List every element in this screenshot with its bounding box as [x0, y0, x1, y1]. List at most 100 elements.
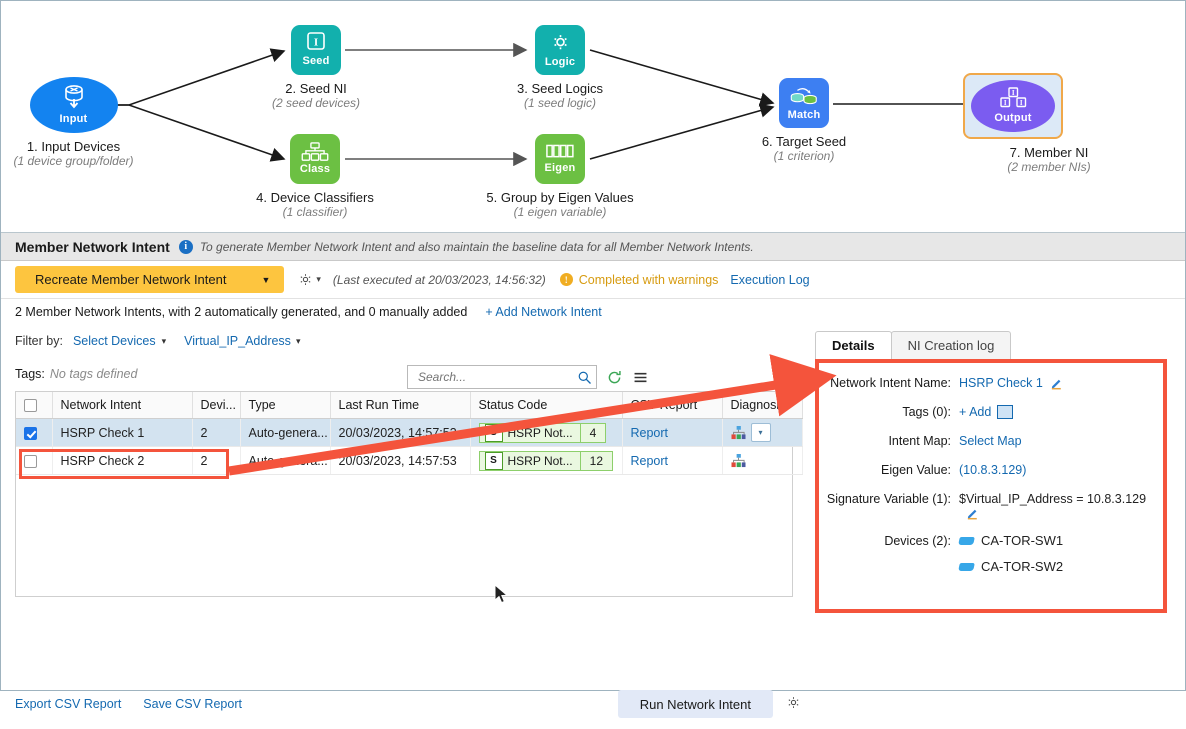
- diagnosis-dropdown-button[interactable]: ▾: [750, 423, 771, 442]
- tag-list-icon[interactable]: [997, 405, 1014, 419]
- workflow-diagram: Input 1. Input Devices (1 device group/f…: [1, 1, 1185, 233]
- device-item[interactable]: CA-TOR-SW1: [958, 533, 1064, 548]
- row-select-cell[interactable]: [16, 418, 53, 447]
- device-item[interactable]: CA-TOR-SW2: [958, 559, 1064, 574]
- diagram-node-eigen[interactable]: Eigen 5. Group by Eigen Values (1 eigen …: [473, 134, 647, 219]
- status-chip[interactable]: S HSRP Not... 12: [478, 450, 613, 471]
- section-description: To generate Member Network Intent and al…: [199, 239, 754, 254]
- execution-log-link[interactable]: Execution Log: [730, 272, 810, 287]
- select-all-checkbox[interactable]: [24, 399, 37, 413]
- intent-list-pane: Filter by: Select Devices ▾ Virtual_IP_A…: [1, 325, 803, 729]
- diagram-node-seed[interactable]: I Seed 2. Seed NI (2 seed devices): [231, 25, 401, 110]
- edit-pencil-icon[interactable]: [966, 507, 979, 520]
- info-icon[interactable]: i: [178, 239, 193, 254]
- match-node-shape: Match: [779, 78, 829, 128]
- diagram-node-logic[interactable]: Logic 3. Seed Logics (1 seed logic): [475, 25, 645, 110]
- diagram-node-input[interactable]: Input 1. Input Devices (1 device group/f…: [1, 77, 146, 168]
- column-last-run-time[interactable]: Last Run Time: [330, 392, 471, 419]
- tab-details[interactable]: Details: [815, 331, 892, 359]
- bottom-settings-button[interactable]: [786, 695, 801, 713]
- svg-text:I: I: [314, 37, 318, 49]
- chevron-down-icon[interactable]: ▾: [295, 335, 301, 346]
- search-box[interactable]: [407, 365, 597, 389]
- device-name[interactable]: CA-TOR-SW1: [981, 533, 1064, 548]
- search-icon[interactable]: [577, 369, 592, 386]
- seed-intent-icon: I: [307, 32, 325, 51]
- cell-csv-report[interactable]: Report: [622, 446, 723, 475]
- cell-status-code: S HSRP Not... 4: [470, 418, 623, 447]
- tab-ni-creation-log[interactable]: NI Creation log: [890, 331, 1012, 359]
- diagnosis-tree-icon[interactable]: [731, 425, 746, 440]
- seed-node-sublabel: (2 seed devices): [271, 96, 361, 110]
- column-csv-report[interactable]: CSV Report: [622, 392, 723, 419]
- status-chip[interactable]: S HSRP Not... 4: [478, 422, 607, 443]
- add-tag-link[interactable]: + Add: [959, 405, 992, 419]
- action-toolbar: Recreate Member Network Intent ▼ ▾ (Last…: [1, 261, 1185, 299]
- add-network-intent-link[interactable]: + Add Network Intent: [485, 305, 602, 319]
- eigen-node-caption: Eigen: [544, 162, 576, 175]
- report-link[interactable]: Report: [630, 453, 669, 468]
- toolbar-settings-button[interactable]: ▾: [298, 272, 321, 287]
- refresh-icon[interactable]: [606, 369, 623, 386]
- report-link[interactable]: Report: [630, 425, 669, 440]
- recreate-member-network-intent-button[interactable]: Recreate Member Network Intent ▼: [15, 266, 285, 293]
- cell-csv-report[interactable]: Report: [622, 418, 723, 447]
- detail-row-devices: Devices (2): CA-TOR-SW1 CA-TOR-SW2: [819, 533, 1153, 585]
- hamburger-menu-icon[interactable]: [632, 369, 649, 386]
- device-name[interactable]: CA-TOR-SW2: [981, 559, 1064, 574]
- column-type[interactable]: Type: [240, 392, 331, 419]
- column-network-intent[interactable]: Network Intent: [52, 392, 193, 419]
- virtual-ip-address-dropdown[interactable]: Virtual_IP_Address: [184, 334, 291, 348]
- output-node-ellipse: I I I Output: [971, 80, 1055, 132]
- row-checkbox[interactable]: [24, 426, 37, 440]
- input-node-shape: Input: [29, 77, 118, 133]
- class-node-caption: Class: [299, 163, 331, 176]
- table-row[interactable]: HSRP Check 2 2 Auto-genera... 20/03/2023…: [16, 446, 803, 475]
- edit-pencil-icon[interactable]: [1050, 377, 1063, 390]
- eigen-value[interactable]: (10.8.3.129): [959, 463, 1027, 477]
- gear-icon: [788, 697, 799, 708]
- diagram-node-match[interactable]: Match 6. Target Seed (1 criterion): [718, 78, 890, 163]
- blocks-icon: [546, 145, 574, 158]
- detail-label: Signature Variable (1):: [826, 492, 951, 506]
- recreate-button-label: Recreate Member Network Intent: [35, 272, 227, 287]
- eigen-node-shape: Eigen: [535, 134, 585, 184]
- column-status-code[interactable]: Status Code: [470, 392, 623, 419]
- chevron-down-icon[interactable]: ▼: [261, 274, 271, 285]
- row-checkbox[interactable]: [24, 454, 37, 468]
- network-intent-name-value[interactable]: HSRP Check 1: [959, 376, 1043, 390]
- run-network-intent-button[interactable]: Run Network Intent: [617, 690, 773, 718]
- logic-node-sublabel: (1 seed logic): [523, 96, 597, 110]
- cell-diagnosis: [722, 446, 803, 475]
- select-map-link[interactable]: Select Map: [959, 434, 1022, 448]
- diagnosis-tree-icon[interactable]: [731, 453, 746, 468]
- column-diagnosis[interactable]: Diagnosi...: [722, 392, 803, 419]
- gear-icon: [553, 35, 567, 50]
- status-severity-icon: S: [484, 423, 503, 442]
- cell-devices: 2: [192, 418, 241, 447]
- detail-value: (10.8.3.129): [959, 462, 1026, 478]
- export-csv-report-link[interactable]: Export CSV Report: [15, 697, 122, 711]
- table-row[interactable]: HSRP Check 1 2 Auto-genera... 20/03/2023…: [16, 418, 803, 447]
- diagram-node-output[interactable]: I I I Output 7. Member NI (2 member NIs): [963, 73, 1135, 174]
- input-node-caption: Input: [59, 113, 88, 126]
- save-csv-report-link[interactable]: Save CSV Report: [143, 697, 242, 711]
- warning-icon: !: [559, 273, 573, 286]
- detail-label: Intent Map:: [888, 434, 951, 448]
- diagram-node-class[interactable]: Class 4. Device Classifiers (1 classifie…: [229, 134, 401, 219]
- row-select-cell[interactable]: [16, 446, 53, 475]
- tags-row: Tags: No tags defined: [15, 357, 793, 391]
- select-all-header[interactable]: [16, 392, 53, 419]
- search-input[interactable]: [416, 369, 577, 385]
- detail-row-intent-map: Intent Map: Select Map: [819, 433, 1153, 449]
- output-node-label: 7. Member NI: [1009, 145, 1089, 160]
- class-node-label: 4. Device Classifiers: [256, 190, 374, 205]
- input-node-label: 1. Input Devices: [26, 139, 121, 154]
- chevron-down-icon[interactable]: ▾: [161, 335, 167, 346]
- match-node-label: 6. Target Seed: [761, 134, 847, 149]
- diagram-connectors: [113, 42, 995, 167]
- pencil-icon: [967, 509, 977, 520]
- column-devices[interactable]: Devi...: [192, 392, 241, 419]
- select-devices-dropdown[interactable]: Select Devices: [72, 334, 156, 348]
- summary-row: 2 Member Network Intents, with 2 automat…: [1, 299, 1185, 325]
